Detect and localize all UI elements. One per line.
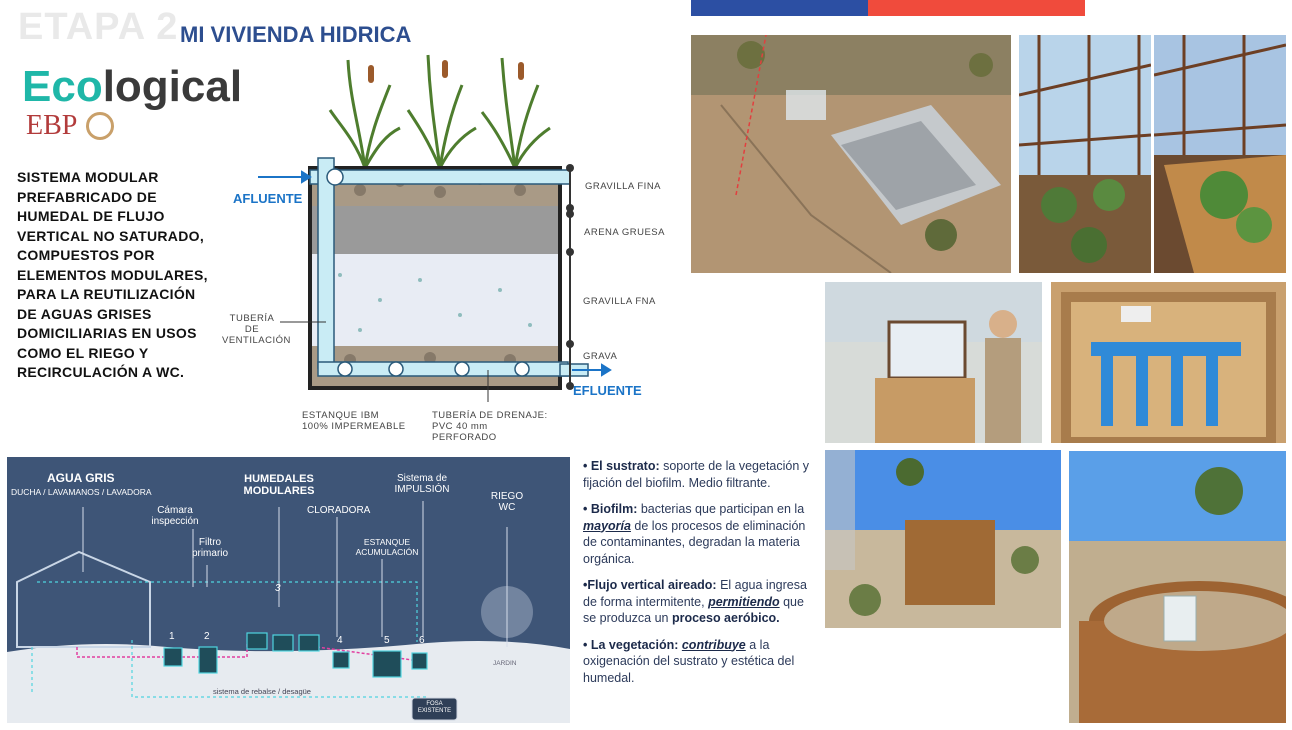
aerial-site-photo [691, 35, 1011, 273]
bullet-vegetacion: • La vegetación: contribuye a la oxigena… [583, 637, 795, 685]
afluente-label: AFLUENTE [233, 191, 303, 206]
greenhouse-interior-photo-2 [1154, 35, 1286, 273]
efluente-label: EFLUENTE [573, 383, 642, 398]
layer-grava: GRAVA [583, 351, 618, 362]
logo-eco: Eco [22, 62, 103, 111]
system-description: SISTEMA MODULAR PREFABRICADO DE HUMEDAL … [17, 169, 208, 380]
step-3: 3 [275, 583, 281, 594]
wetland-module-photo-2 [1069, 451, 1286, 723]
flag-blue-stripe [691, 0, 868, 16]
layer-gravilla-fina: GRAVILLA FINA [585, 181, 662, 192]
bullet-flujo: •Flujo vertical aireado: El agua ingresa… [583, 578, 807, 625]
ecological-logo: Ecological [22, 62, 242, 112]
wetland-section-diagram [258, 54, 612, 402]
reed-plants [328, 54, 551, 169]
stage-title: ETAPA 2 [18, 6, 179, 48]
project-title: MI VIVIENDA HIDRICA [180, 22, 412, 47]
step-2: 2 [204, 631, 210, 642]
step-4: 4 [337, 635, 343, 646]
rebalse-label: sistema de rebalse / desagüe [213, 687, 311, 696]
jardin-label: JARDIN [493, 660, 517, 667]
greenhouse-interior-photo-1 [1019, 35, 1151, 273]
cloradora-label: CLORADORA [307, 505, 371, 516]
agua-gris-label: AGUA GRIS [47, 471, 115, 485]
education-panel-photo [825, 282, 1042, 443]
layer-arena-gruesa: ARENA GRUESA [584, 227, 665, 238]
agua-gris-sub: DUCHA / LAVAMANOS / LAVADORA [11, 487, 152, 497]
flow-diagram-graphics [7, 501, 570, 723]
step-1: 1 [169, 631, 175, 642]
greywater-flow-diagram: AGUA GRIS DUCHA / LAVAMANOS / LAVADORA C… [7, 457, 570, 723]
wetland-bullets: • El sustrato: soporte de la vegetación … [583, 458, 818, 696]
bullet-biofilm: • Biofilm: bacterias que participan en l… [583, 502, 806, 566]
flag-red-stripe [868, 0, 1085, 16]
bullet-sustrato: • El sustrato: soporte de la vegetación … [583, 459, 810, 490]
pump-cabinet-photo [1051, 282, 1286, 443]
step-6: 6 [419, 635, 425, 646]
layer-gravilla-fna: GRAVILLA FNA [583, 296, 656, 307]
step-5: 5 [384, 635, 390, 646]
ebp-logo-ring [86, 112, 114, 140]
wetland-module-photo-1 [825, 450, 1061, 628]
logo-logical: logical [102, 62, 243, 111]
ebp-logo: EBP [26, 110, 78, 141]
